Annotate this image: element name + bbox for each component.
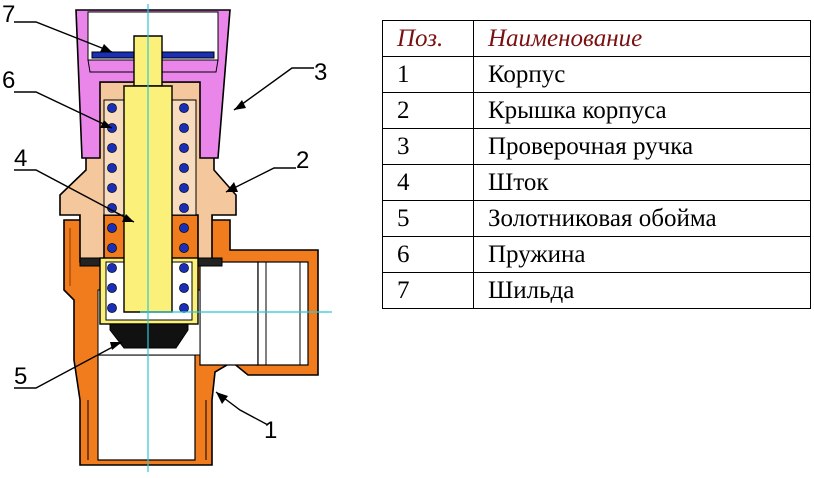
- spring-coil-section: [179, 123, 189, 133]
- arrow-3: [234, 100, 246, 110]
- spring-coil-section: [179, 243, 189, 253]
- table-row: 4 Шток: [382, 164, 811, 201]
- arrow-2: [226, 182, 238, 192]
- spring-coil-section: [107, 283, 117, 293]
- valve-cross-section-drawing: 1 2 3 4 5 6 7: [2, 1, 332, 472]
- spring-coil-section: [179, 283, 189, 293]
- leader-3: [233, 67, 314, 111]
- callout-5: 5: [14, 363, 27, 390]
- spring-coil-section: [179, 163, 189, 173]
- table-header-row: Поз. Наименование: [382, 20, 811, 57]
- inlet-bore: [97, 354, 196, 461]
- row-name: Шильда: [473, 272, 811, 309]
- spring-coil-section: [107, 223, 117, 233]
- arrow-1: [216, 392, 228, 404]
- row-position: 6: [382, 236, 474, 273]
- row-name: Корпус: [473, 56, 811, 93]
- leader-7: [14, 21, 113, 53]
- arrow-6: [100, 120, 112, 128]
- callout-6: 6: [2, 67, 15, 94]
- spring-coil-section: [107, 143, 117, 153]
- table-row: 1 Корпус: [382, 56, 811, 93]
- header-position: Поз.: [382, 20, 474, 57]
- spring-coil-section: [179, 143, 189, 153]
- callout-2: 2: [296, 147, 309, 174]
- row-position: 2: [382, 92, 474, 129]
- spring-coil-section: [107, 243, 117, 253]
- leader-6: [14, 91, 113, 129]
- arrowheads: [100, 44, 246, 404]
- table-row: 7 Шильда: [382, 272, 811, 309]
- spring-coil-section: [107, 303, 117, 313]
- parts-table: Поз. Наименование 1 Корпус 2 Крышка корп…: [382, 20, 811, 309]
- spring-coil-section: [107, 263, 117, 273]
- outlet-bore: [199, 261, 259, 366]
- spring-coil-section: [179, 263, 189, 273]
- spring-coil-section: [179, 103, 189, 113]
- spring-coil-section: [107, 163, 117, 173]
- row-position: 7: [382, 272, 474, 309]
- row-position: 3: [382, 128, 474, 165]
- row-name: Проверочная ручка: [473, 128, 811, 165]
- table-row: 3 Проверочная ручка: [382, 128, 811, 165]
- row-name: Крышка корпуса: [473, 92, 811, 129]
- inlet-thread-lines: [87, 400, 207, 460]
- spring-coil-section: [107, 103, 117, 113]
- spring-coil-section: [107, 183, 117, 193]
- callout-1: 1: [264, 417, 277, 444]
- row-name: Пружина: [473, 236, 811, 273]
- table-row: 5 Золотниковая обойма: [382, 200, 811, 237]
- table-row: 2 Крышка корпуса: [382, 92, 811, 129]
- leader-4: [14, 169, 135, 223]
- spring-coil-section: [179, 303, 189, 313]
- valve-seat-disc: [109, 323, 189, 349]
- spring-coil-section: [179, 223, 189, 233]
- arrow-4: [122, 214, 134, 222]
- header-name: Наименование: [473, 20, 811, 57]
- row-position: 4: [382, 164, 474, 201]
- row-position: 1: [382, 56, 474, 93]
- row-name: Золотниковая обойма: [473, 200, 811, 237]
- callout-3: 3: [314, 59, 327, 86]
- leader-lines: [14, 21, 314, 426]
- row-name: Шток: [473, 164, 811, 201]
- outlet-thread-lines: [265, 262, 301, 365]
- arrow-7: [100, 44, 112, 52]
- callout-7: 7: [2, 1, 15, 28]
- cover-gasket-right: [197, 257, 223, 267]
- arrow-5: [110, 342, 122, 350]
- row-position: 5: [382, 200, 474, 237]
- leader-5: [14, 341, 123, 389]
- spring-coil-section: [179, 203, 189, 213]
- callout-4: 4: [14, 145, 27, 172]
- table-row: 6 Пружина: [382, 236, 811, 273]
- spring-coil-section: [179, 183, 189, 193]
- leader-2: [225, 167, 296, 193]
